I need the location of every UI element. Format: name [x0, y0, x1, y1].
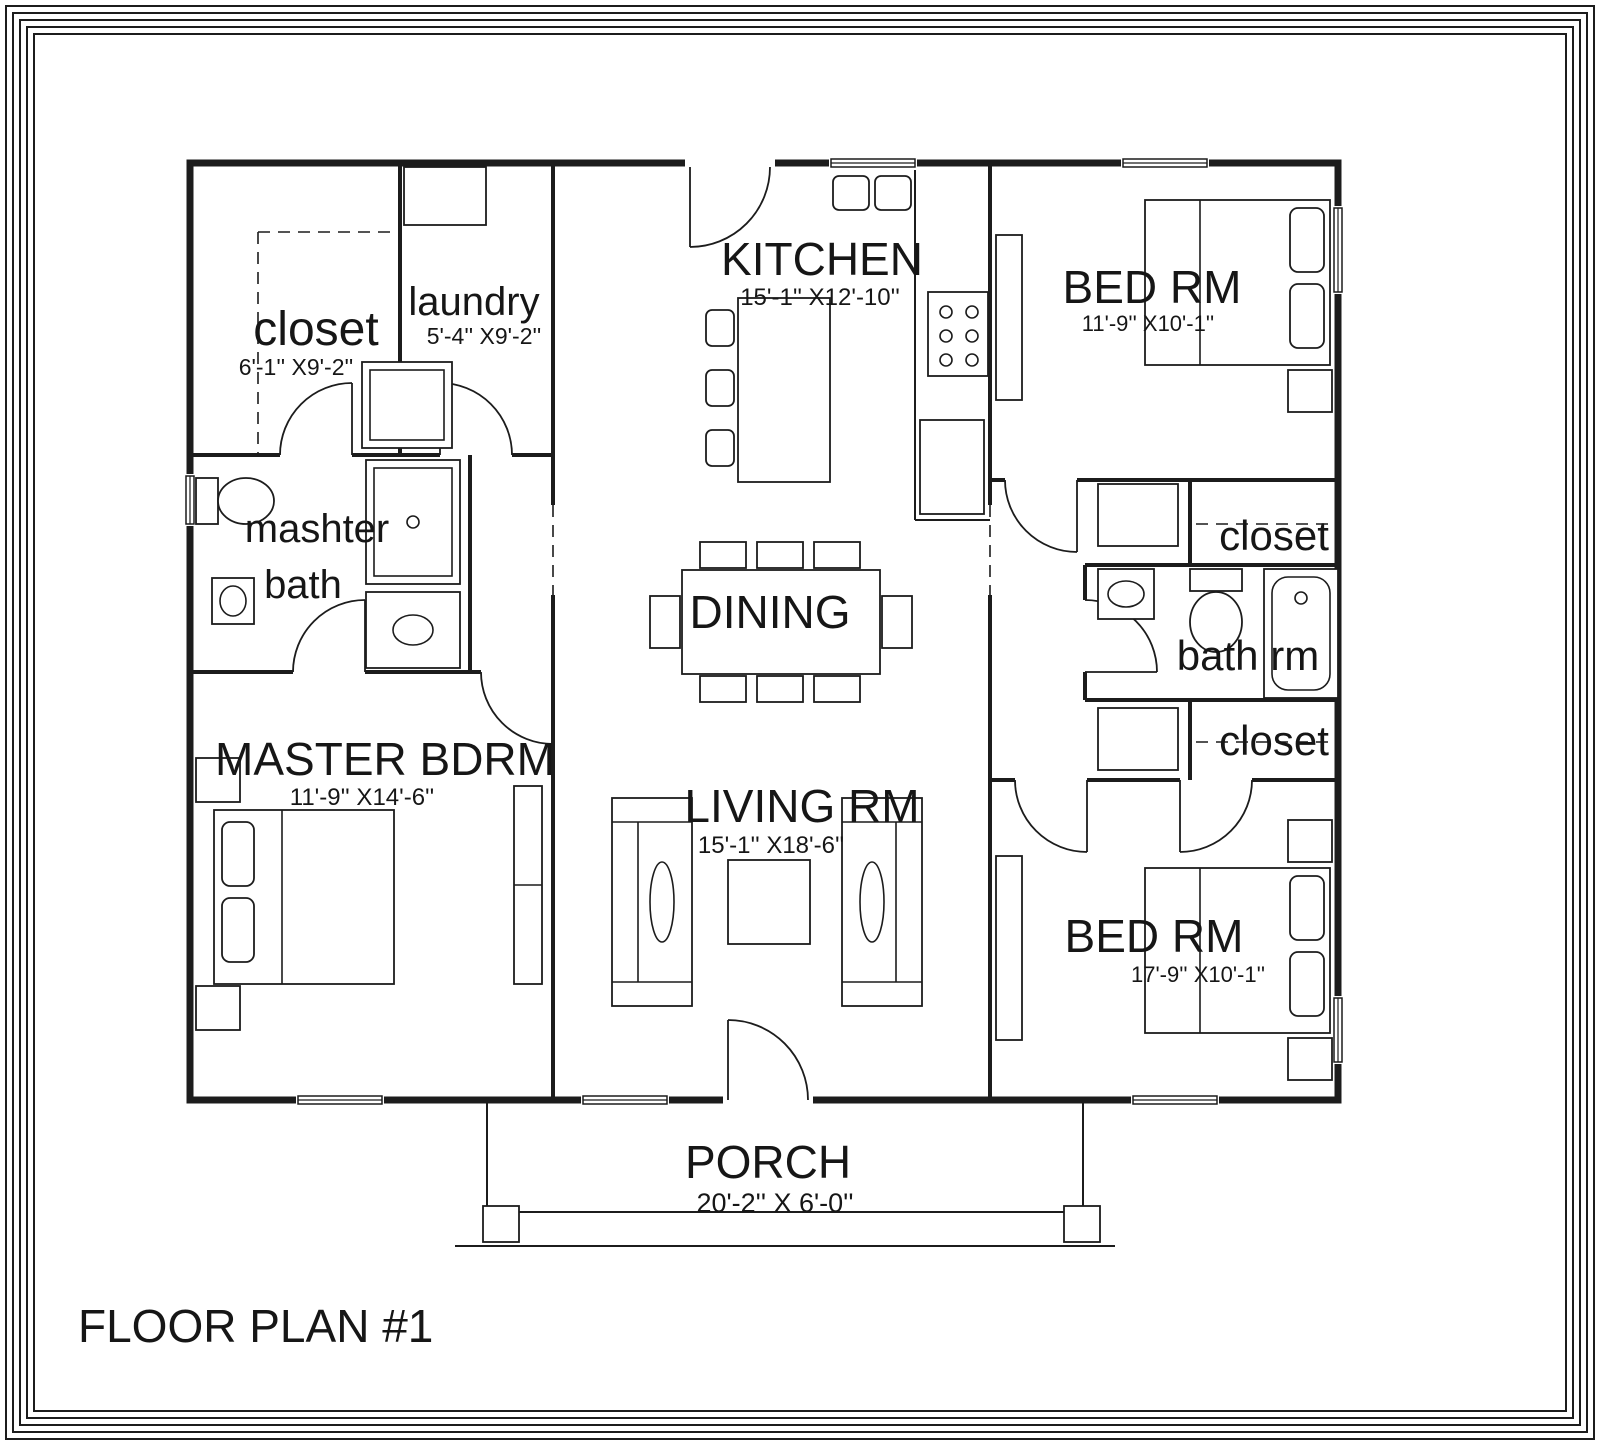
sheet-title: FLOOR PLAN #1: [78, 1300, 433, 1352]
bedroom-top-label: BED RM: [1063, 261, 1242, 313]
door-master-bath: [292, 599, 366, 673]
dresser-icon: [995, 234, 1023, 401]
dining-set-icon: [649, 541, 913, 703]
kitchen-island-icon: [737, 297, 831, 483]
sofa-left-icon: [611, 797, 693, 1007]
porch-structure: [455, 1099, 1115, 1247]
window-kitchen: [830, 158, 916, 168]
window-bedroom-bottom: [1132, 1095, 1218, 1105]
master-bedroom-label: MASTER BDRM: [215, 733, 555, 785]
nightstand-icon: [195, 757, 241, 803]
shower-icon: [365, 459, 461, 585]
porch-post-right: [1063, 1205, 1101, 1243]
nightstand-icon: [195, 985, 241, 1031]
master-bed-icon: [213, 809, 395, 985]
master-bath-label-2: bath: [264, 563, 342, 607]
bedroom-top-dims: 11'-9'' X10'-1'': [1082, 311, 1214, 336]
closet-right-bottom-label: closet: [1219, 717, 1329, 764]
master-bedroom-dims: 11'-9'' X14'-6'': [290, 784, 434, 811]
door-closet-right-bottom: [1179, 779, 1253, 853]
coffee-table-icon: [727, 859, 811, 945]
laundry-dims: 5'-4'' X9'-2'': [427, 323, 542, 349]
door-front-entry: [727, 1019, 809, 1101]
bedroom-bottom-dims: 17'-9'' X10'-1'': [1131, 962, 1265, 987]
kitchen-label: KITCHEN: [721, 233, 923, 285]
closet-right-top-label: closet: [1219, 512, 1329, 559]
border-frame: [12, 12, 1588, 1433]
bedroom-bottom-label: BED RM: [1065, 910, 1244, 962]
window-master-bath: [185, 475, 195, 525]
porch-dims: 20'-2'' X 6'-0'': [696, 1188, 853, 1218]
window-master-bedroom: [297, 1095, 383, 1105]
bath2-sink-icon: [1097, 568, 1155, 620]
washer-icon: [361, 361, 453, 449]
hall-cabinet-icon: [1097, 483, 1179, 547]
laundry-label: laundry: [408, 280, 539, 324]
living-room-dims: 15'-1'' X18'-6'': [698, 832, 844, 859]
toilet-icon: [195, 477, 275, 525]
border-frame: [5, 5, 1595, 1440]
kitchen-sink-icon: [832, 175, 912, 211]
bath-sink-icon: [211, 577, 255, 625]
window-living-room: [582, 1095, 668, 1105]
nightstand-icon: [1287, 1037, 1333, 1081]
window-bedroom-top-right: [1333, 207, 1343, 293]
door-bedroom-bottom: [1014, 779, 1088, 853]
dresser-icon: [995, 855, 1023, 1041]
toilet2-icon: [1189, 568, 1243, 653]
living-room-label: LIVING RM: [684, 780, 919, 832]
dresser-icon: [513, 785, 543, 985]
fridge-icon: [919, 419, 985, 515]
dining-label: DINING: [690, 586, 851, 638]
border-frame: [26, 26, 1574, 1419]
room-labels: KITCHEN 15'-1'' X12'-10'' BED RM 11'-9''…: [215, 233, 1329, 1218]
stove-icon: [927, 291, 989, 377]
sofa-right-icon: [841, 797, 923, 1007]
kitchen-dims: 15'-1'' X12'-10'': [740, 284, 900, 311]
nightstand-icon: [1287, 819, 1333, 863]
window-bedroom-bottom-right: [1333, 997, 1343, 1063]
bed-bottom-icon: [1144, 867, 1331, 1034]
bed-top-icon: [1144, 199, 1331, 366]
closet-left-dims: 6'-1'' X9'-2'': [239, 354, 354, 380]
door-bedroom-top: [1004, 479, 1078, 553]
vanity-icon: [365, 591, 461, 669]
sheet-border-frames: [5, 5, 1595, 1440]
bar-stools-icon: [705, 309, 735, 467]
door-kitchen-entry: [689, 166, 771, 248]
porch-label: PORCH: [685, 1136, 851, 1188]
door-closet-left: [279, 382, 353, 456]
bathtub-icon: [1263, 568, 1339, 699]
border-frame: [33, 33, 1567, 1412]
dashed-lines: [257, 231, 1332, 743]
porch-post-left: [482, 1205, 520, 1243]
master-bath-label-1: mashter: [245, 507, 390, 551]
door-master-bedroom: [480, 671, 554, 745]
closet-left-label: closet: [253, 303, 378, 356]
border-frame: [19, 19, 1581, 1426]
furniture: [195, 166, 1339, 1081]
laundry-cabinet-icon: [403, 166, 487, 226]
nightstand-icon: [1287, 369, 1333, 413]
bath-room-label: bath rm: [1177, 632, 1319, 679]
windows: [185, 158, 1343, 1105]
hall-cabinet-icon: [1097, 707, 1179, 771]
window-bedroom-top: [1122, 158, 1208, 168]
